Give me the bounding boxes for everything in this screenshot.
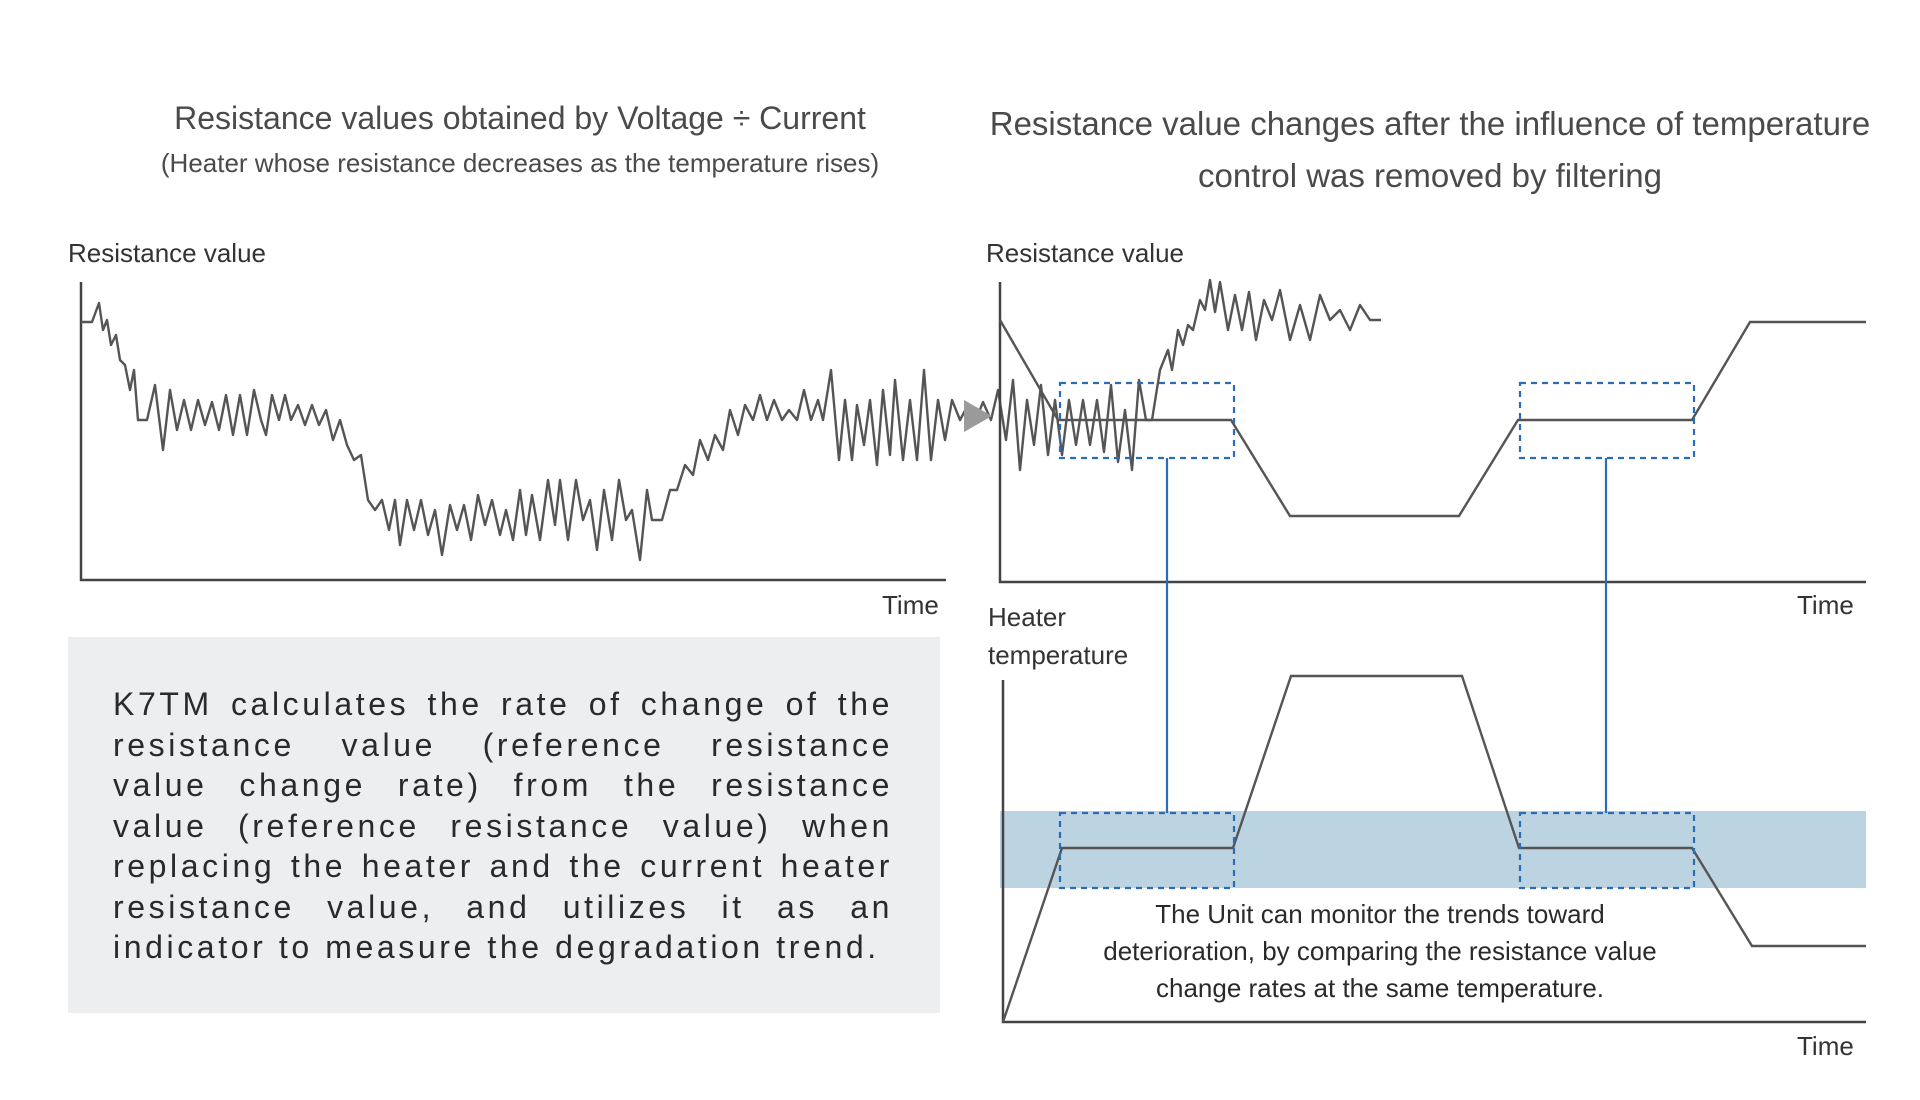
compare-box-bottom-left <box>1058 811 1236 890</box>
right-top-x-axis-label: Time <box>1797 590 1854 620</box>
heater-temperature-line <box>1001 674 1866 1023</box>
heater-label-line2: temperature <box>988 640 1129 670</box>
same-temperature-band <box>1000 811 1866 888</box>
description-box <box>68 637 940 1013</box>
flow-arrow-icon <box>964 400 992 432</box>
left-chart-subtitle: (Heater whose resistance decreases as th… <box>160 148 880 178</box>
left-chart-axes <box>79 282 946 582</box>
left-y-axis-label: Resistance value <box>68 238 266 268</box>
description-text: K7TM calculates the rate of change of th… <box>113 686 893 965</box>
right-top-chart-axes <box>998 282 1866 584</box>
left-chart-title: Resistance values obtained by Voltage ÷ … <box>174 100 866 136</box>
note-line3: change rates at the same temperature. <box>1155 973 1605 1003</box>
filtered-resistance-line <box>998 319 1866 518</box>
right-chart-title: Resistance value changes after the influ… <box>950 98 1910 202</box>
right-title-line2: control was removed by filtering <box>1197 157 1663 194</box>
note-line2: deterioration, by comparing the resistan… <box>1103 936 1657 966</box>
compare-box-bottom-right <box>1518 811 1696 890</box>
comparison-note: The Unit can monitor the trends toward d… <box>1030 896 1730 1007</box>
right-bottom-x-axis-label: Time <box>1797 1031 1854 1061</box>
right-title-line1: Resistance value changes after the influ… <box>989 105 1871 142</box>
compare-box-top-left <box>1058 381 1236 460</box>
right-bottom-y-axis-label: Heater temperature <box>988 598 1128 674</box>
left-x-axis-label: Time <box>882 590 939 620</box>
note-line1: The Unit can monitor the trends toward <box>1155 899 1605 929</box>
heater-label-line1: Heater <box>988 602 1067 632</box>
right-top-y-axis-label: Resistance value <box>986 238 1184 268</box>
